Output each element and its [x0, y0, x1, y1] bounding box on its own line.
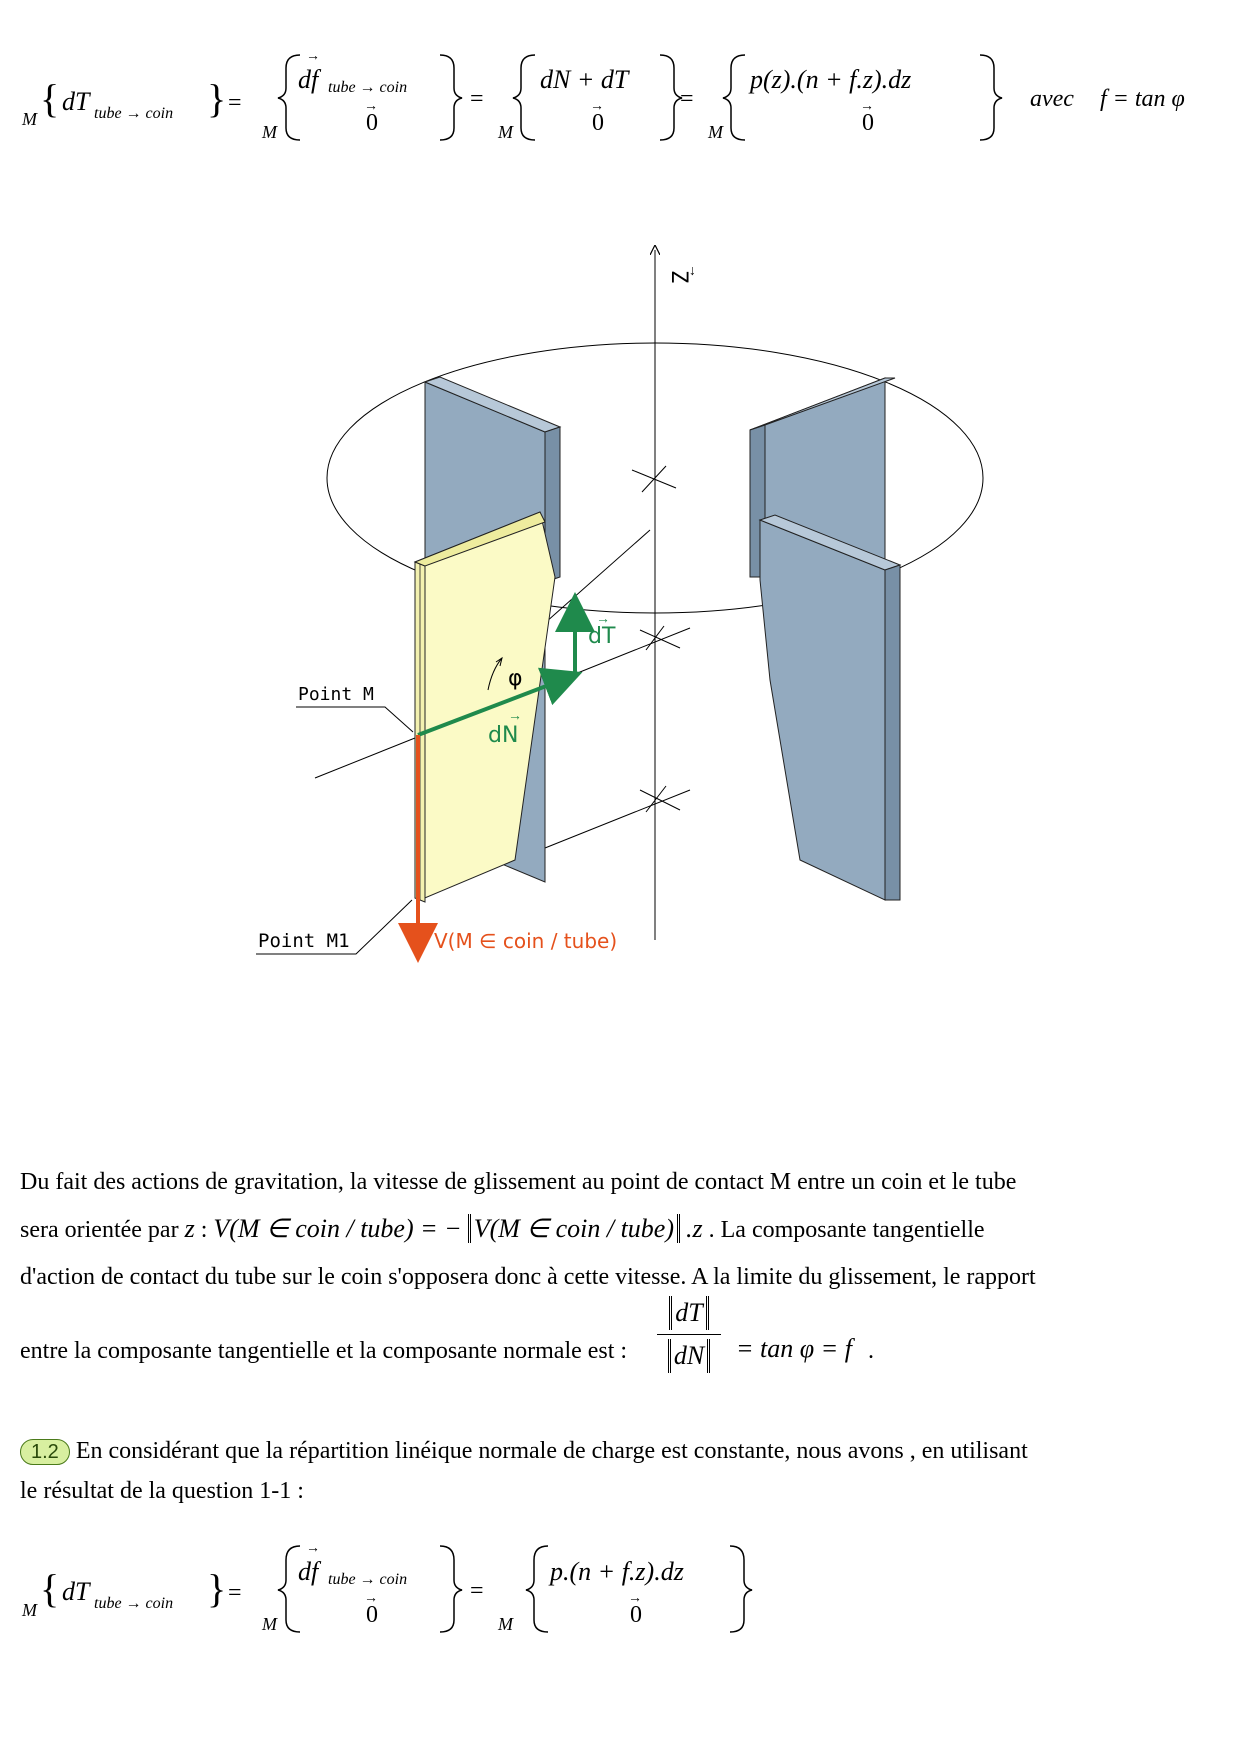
z-axis-label: Z — [666, 270, 691, 283]
section-text-1: En considérant que la répartition linéiq… — [75, 1438, 1028, 1464]
vector-arrow: → — [860, 99, 874, 114]
velocity-equation-norm: V(M ∈ coin / tube) — [467, 1214, 680, 1243]
col1-brace-close — [439, 1545, 463, 1633]
col1-bottom: 0 — [366, 1602, 378, 1628]
point-m1-label: Point M1 — [258, 930, 350, 952]
lhs-brace-open: { — [40, 76, 59, 121]
vector-arrow: → — [306, 1541, 320, 1556]
dT-label: dT — [588, 624, 616, 649]
vector-arrow: → — [590, 99, 604, 114]
phi-arc — [487, 657, 503, 691]
lhs-point-subscript: M — [21, 109, 38, 129]
col3-bottom: 0 — [862, 110, 874, 136]
col2-brace-close — [659, 54, 683, 141]
section-1-2-line-2: le résultat de la question 1-1 : — [20, 1478, 304, 1504]
fraction-denominator: dN — [667, 1339, 711, 1373]
lhs-brace-open: { — [40, 1566, 59, 1611]
col1-top-subscript: tube → coin — [328, 1571, 407, 1588]
vector-arrow: → — [596, 612, 610, 627]
dN-vector — [417, 667, 583, 737]
equals-sign: = — [470, 86, 484, 112]
col2-top: dN + dT — [540, 65, 630, 94]
equals-sign: = — [470, 1578, 484, 1604]
velocity-label: V(M ∈ coin / tube) — [434, 929, 617, 953]
f-definition: f = tan φ — [1100, 86, 1185, 112]
ratio-equation: = tan φ = f — [736, 1334, 852, 1363]
col3-point-subscript: M — [707, 122, 724, 142]
lhs-torsor-subscript: tube → coin — [94, 1595, 173, 1612]
question-badge: 1.2 — [20, 1439, 70, 1465]
equals-sign: = — [228, 1580, 242, 1606]
vector-arrow: → — [364, 99, 378, 114]
phi-arc-arrowhead — [495, 656, 503, 667]
col1-top: df — [298, 65, 322, 94]
avec-label: avec — [1030, 86, 1074, 112]
vector-arrow: → — [364, 1591, 378, 1606]
velocity-equation-right: .z — [686, 1214, 703, 1243]
right-tube-wall-lower — [758, 514, 902, 901]
fraction-numerator: dT — [669, 1296, 709, 1330]
col1-brace-close — [439, 54, 463, 141]
col2-bottom: 0 — [592, 110, 604, 136]
col3-brace-close — [979, 54, 1003, 141]
col1-bottom: 0 — [366, 110, 378, 136]
col1-top: df — [298, 1557, 322, 1586]
cross-marks — [631, 465, 681, 813]
velocity-equation-left: V(M ∈ coin / tube) = − — [213, 1214, 462, 1243]
paragraph-line-1: Du fait des actions de gravitation, la v… — [20, 1169, 1017, 1195]
lhs-brace-close: } — [207, 1566, 226, 1611]
line2-suffix: . La composante tangentielle — [708, 1217, 985, 1243]
paragraph-line-3: d'action de contact du tube sur le coin … — [20, 1264, 1036, 1290]
vector-arrow: → — [628, 1591, 642, 1606]
lhs-torsor: dT — [62, 87, 91, 116]
col1-point-subscript: M — [261, 122, 278, 142]
lhs-torsor: dT — [62, 1577, 91, 1606]
col3-brace-open — [722, 54, 746, 141]
fraction-bar — [657, 1334, 721, 1335]
col1-brace-open — [277, 1545, 301, 1633]
line2-prefix: sera orientée par — [20, 1217, 179, 1243]
col1-top-subscript: tube → coin — [328, 79, 407, 96]
paragraph-line-2: sera orientée par z : V(M ∈ coin / tube)… — [20, 1212, 1220, 1247]
line2-colon: : — [200, 1217, 214, 1243]
lhs-brace-close: } — [207, 76, 226, 121]
z-vector: z — [184, 1214, 195, 1243]
line4-end: . — [868, 1338, 874, 1364]
lhs-point-subscript: M — [21, 1600, 38, 1620]
torsor-equation-top: M { dT tube → coin } = M df → tube → coi… — [21, 49, 1185, 142]
col1-brace-open — [277, 54, 301, 141]
wedge-coin — [413, 511, 556, 903]
equals-sign: = — [680, 86, 694, 112]
ratio-fraction: dT dN — [654, 1296, 724, 1374]
col2-point-subscript: M — [497, 1614, 514, 1634]
tube-section-ellipse — [326, 342, 984, 614]
wedge-figure: Z → φ dN → dT → — [256, 230, 984, 963]
line4-prefix: entre la composante tangentielle et la c… — [20, 1338, 628, 1364]
torsor-equation-bottom: M { dT tube → coin } = M df → tube → coi… — [21, 1541, 753, 1634]
col2-brace-close — [729, 1545, 753, 1633]
col2-point-subscript: M — [497, 122, 514, 142]
vector-arrow: → — [306, 49, 320, 64]
col2-bottom: 0 — [630, 1602, 642, 1628]
col1-point-subscript: M — [261, 1614, 278, 1634]
phi-label: φ — [508, 666, 523, 691]
point-m-label: Point M — [298, 684, 374, 705]
vector-arrow: → — [686, 264, 701, 278]
dN-label: dN — [488, 723, 518, 748]
point-m-leader — [296, 706, 414, 733]
equals-sign: = — [228, 90, 242, 116]
col2-brace-open — [525, 1545, 549, 1633]
vector-arrow: → — [508, 709, 522, 724]
point-m1-leader — [256, 899, 413, 955]
col3-top: p(z).(n + f.z).dz — [748, 65, 911, 94]
lhs-torsor-subscript: tube → coin — [94, 105, 173, 122]
col2-brace-open — [512, 54, 536, 141]
col2-top: p.(n + f.z).dz — [548, 1557, 684, 1586]
paragraph-line-4: entre la composante tangentielle et la c… — [20, 1296, 1220, 1386]
